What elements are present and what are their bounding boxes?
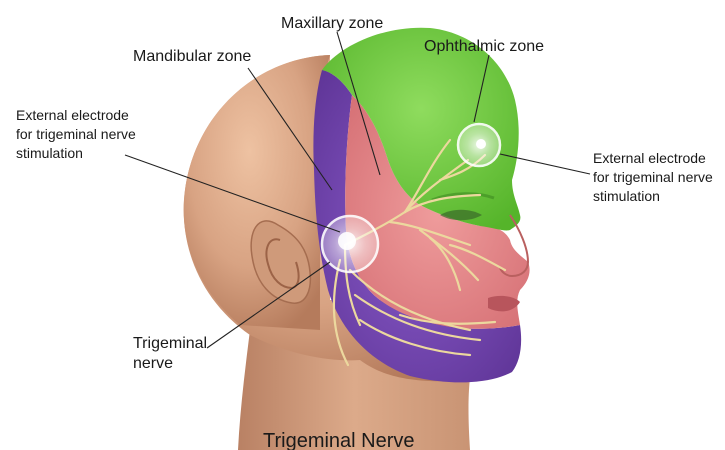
diagram-title: Trigeminal Nerve	[263, 430, 415, 450]
electrode-mandibular	[322, 216, 378, 272]
label-electrode-right: External electrode for trigeminal nerve …	[593, 150, 717, 204]
label-ophthalmic-zone: Ophthalmic zone	[424, 38, 544, 55]
label-electrode-left: External electrode for trigeminal nerve …	[16, 107, 140, 161]
label-trigeminal-nerve: Trigeminal nerve	[133, 335, 212, 372]
label-mandibular-zone: Mandibular zone	[133, 48, 251, 65]
electrode-ophthalmic	[458, 124, 500, 166]
label-maxillary-zone: Maxillary zone	[281, 15, 383, 32]
